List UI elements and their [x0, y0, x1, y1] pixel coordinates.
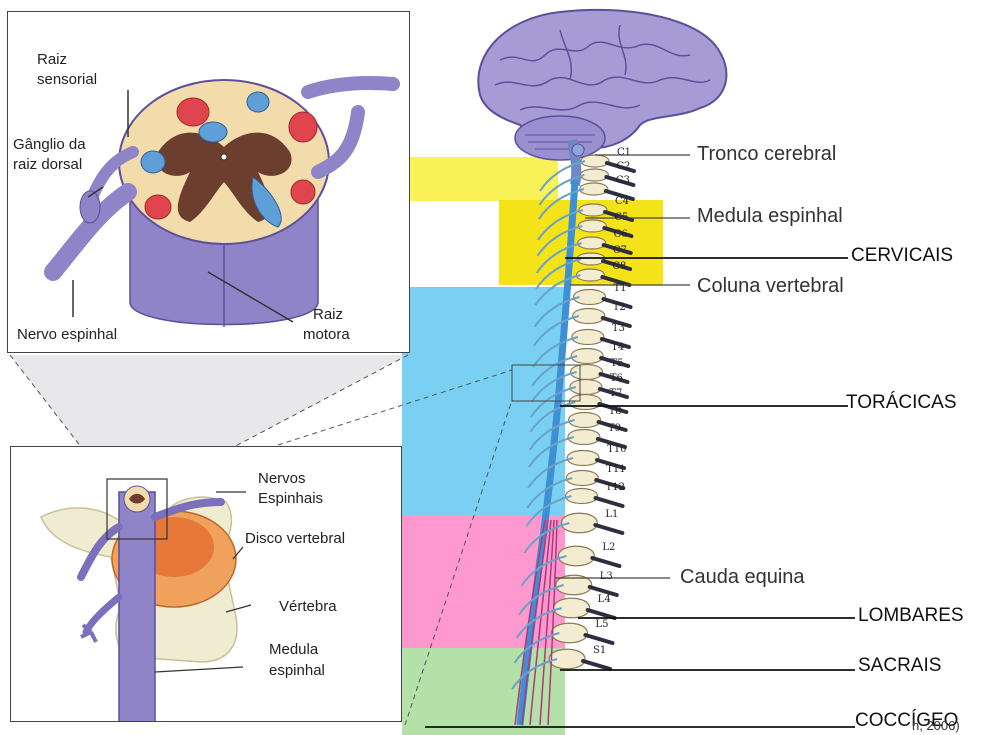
- label-ganglio-2: raiz dorsal: [13, 155, 82, 174]
- vertebra-drawing: [11, 447, 402, 722]
- spinous-process: [595, 525, 622, 533]
- label-coluna-vertebral: Coluna vertebral: [697, 275, 844, 298]
- vertebra-body: [578, 220, 606, 232]
- vertebra-label-t1: T1: [614, 283, 627, 294]
- vertebra-body: [580, 183, 608, 195]
- inset-cross-section: Raiz sensorial Gânglio da raiz dorsal Ne…: [7, 11, 410, 353]
- vertebra-label-s1: S1: [593, 645, 606, 656]
- label-medula-espinhal: Medula espinhal: [697, 205, 843, 228]
- nerve-root: [535, 297, 580, 327]
- label-tronco-cerebral: Tronco cerebral: [697, 143, 836, 166]
- label-nervos-espinhais-2: Espinhais: [258, 489, 323, 508]
- vertebra-label-t4: T4: [611, 342, 624, 353]
- nerve-root: [533, 337, 578, 367]
- vertebra-label-t3: T3: [612, 323, 625, 334]
- vertebra-label-t9: T9: [608, 423, 621, 434]
- vertebra-label-c5: C5: [614, 212, 628, 223]
- region-label-lombares: LOMBARES: [858, 605, 964, 627]
- vertebra-label-t12: T12: [606, 482, 625, 493]
- label-raiz-sensorial-1: Raiz: [37, 50, 67, 69]
- vertebra-label-c8: C8: [612, 261, 626, 272]
- vertebra-label-t7: T7: [609, 388, 622, 399]
- label-nervo-espinhal: Nervo espinhal: [17, 325, 117, 344]
- spinous-process: [585, 635, 612, 643]
- vertebra-body: [576, 269, 604, 281]
- vertebra-label-c4: C4: [615, 196, 629, 207]
- cross-section-drawing: [8, 12, 410, 353]
- spinous-process: [588, 610, 615, 618]
- vertebra-body: [579, 204, 607, 216]
- vertebra-label-c6: C6: [614, 229, 628, 240]
- nerve-root: [535, 275, 580, 305]
- spinous-process: [596, 498, 623, 506]
- inset-vertebra: Nervos Espinhais Disco vertebral Vértebr…: [10, 446, 402, 722]
- label-disco-vertebral: Disco vertebral: [245, 529, 345, 548]
- label-medula-1: Medula: [269, 640, 318, 659]
- region-label-toracicas: TORÁCICAS: [846, 392, 957, 414]
- vertebra-label-t6: T6: [610, 373, 623, 384]
- spinous-process: [583, 661, 610, 669]
- vertebra-label-c2: C2: [616, 161, 630, 172]
- vertebra-label-c3: C3: [616, 175, 630, 186]
- vertebra-label-c7: C7: [613, 245, 627, 256]
- vertebra-body: [580, 169, 608, 181]
- label-nervos-espinhais-1: Nervos: [258, 469, 306, 488]
- vertebra-body: [578, 237, 606, 249]
- vertebra-label-c1: C1: [617, 147, 631, 158]
- region-label-cervicais: CERVICAIS: [851, 245, 953, 267]
- label-medula-2: espinhal: [269, 661, 325, 680]
- label-raiz-sensorial-2: sensorial: [37, 70, 97, 89]
- spinous-process: [592, 558, 619, 566]
- vertebra-label-t11: T11: [606, 464, 625, 475]
- vertebra-label-t5: T5: [611, 358, 624, 369]
- vertebra-label-l4: L4: [598, 594, 611, 605]
- vertebra-body: [581, 155, 609, 167]
- label-raiz-motora-2: motora: [303, 325, 350, 344]
- vertebra-label-l5: L5: [595, 619, 608, 630]
- vertebra-label-t2: T2: [613, 302, 626, 313]
- label-vertebra: Vértebra: [279, 597, 337, 616]
- vertebra-body: [577, 253, 605, 265]
- region-label-sacrais: SACRAIS: [858, 655, 941, 677]
- vertebra-label-t8: T8: [609, 406, 622, 417]
- region-lines: [425, 258, 855, 727]
- label-cauda-equina: Cauda equina: [680, 566, 805, 589]
- vertebra-label-l3: L3: [600, 571, 613, 582]
- label-raiz-motora-1: Raiz: [313, 305, 343, 324]
- vertebra-label-l2: L2: [602, 542, 615, 553]
- vertebra-label-l1: L1: [605, 509, 618, 520]
- source-fragment: n, 2006): [912, 718, 960, 733]
- vertebra-label-t10: T10: [607, 444, 626, 455]
- label-ganglio-1: Gânglio da: [13, 135, 86, 154]
